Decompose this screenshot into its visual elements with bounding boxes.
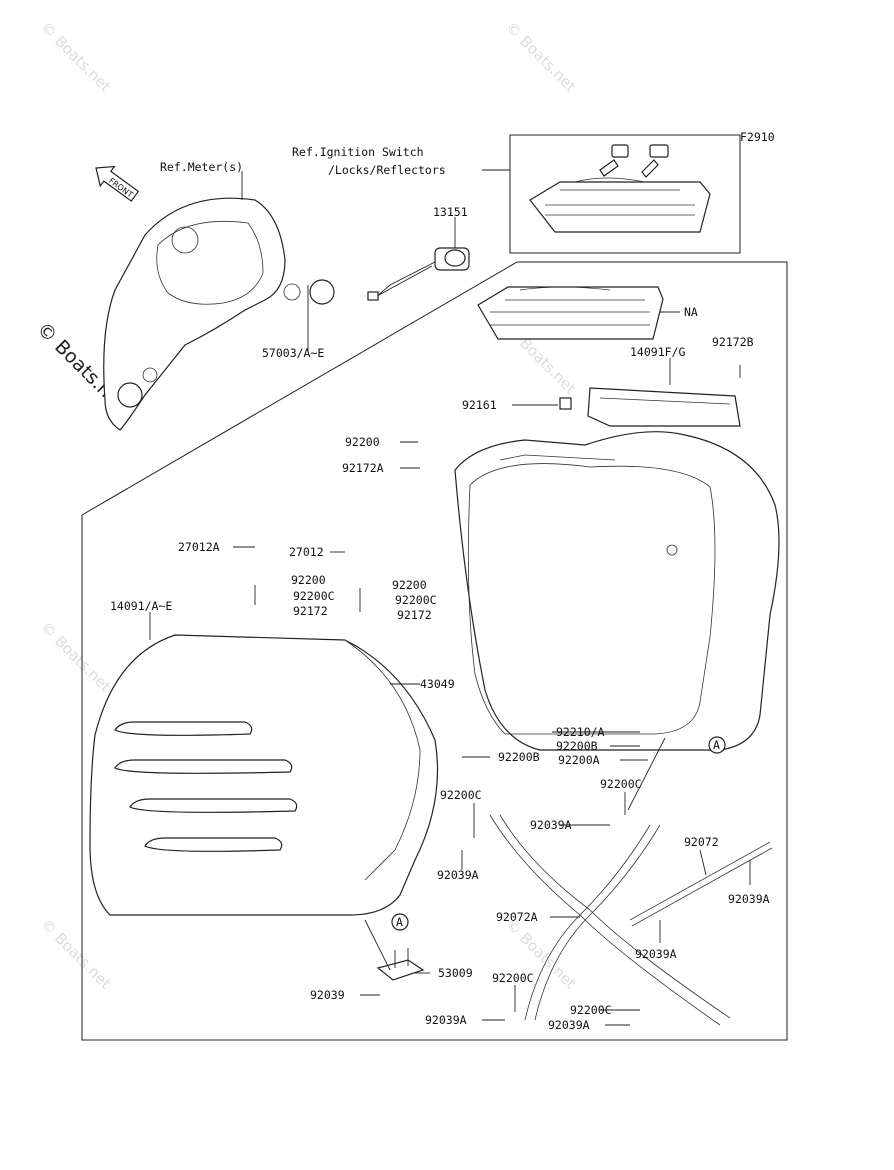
label-92200-top: 92200	[345, 435, 380, 449]
hinge-part	[376, 948, 425, 981]
label-92039A-a: 92039A	[530, 818, 572, 832]
label-92039A-f: 92039A	[548, 1018, 590, 1032]
label-92200-left: 92200	[291, 573, 326, 587]
lock-assembly-part	[477, 286, 664, 340]
label-92039A-d: 92039A	[635, 947, 677, 961]
label-92200C-a: 92200C	[440, 788, 482, 802]
label-14091FG: 14091F/G	[630, 345, 685, 359]
label-92200C-d: 92200C	[570, 1003, 612, 1017]
lock-assembly-inset	[529, 177, 711, 233]
label-92072A: 92072A	[496, 910, 538, 924]
part-92161-icon	[559, 397, 572, 410]
label-ref-meter: Ref.Meter(s)	[160, 160, 243, 174]
watermark: © Boats.net	[37, 618, 115, 696]
label-NA: NA	[684, 305, 698, 319]
ignition-keys-icon	[599, 144, 669, 178]
label-27012A: 27012A	[178, 540, 220, 554]
label-92172B: 92172B	[712, 335, 754, 349]
circle-ref-a: A	[708, 736, 726, 754]
label-92039A-c: 92039A	[728, 892, 770, 906]
watermark: © Boats.net	[37, 915, 115, 993]
label-92039A-b: 92039A	[437, 868, 479, 882]
label-92172A: 92172A	[342, 461, 384, 475]
label-92172-left: 92172	[293, 604, 328, 618]
label-92210A: 92210/A	[556, 725, 605, 739]
label-ref-ignition-1: Ref.Ignition Switch	[292, 145, 424, 159]
label-27012: 27012	[289, 545, 324, 559]
meter-cover	[103, 197, 335, 431]
label-92200C-right: 92200C	[395, 593, 437, 607]
label-ref-ignition-2: /Locks/Reflectors	[328, 163, 446, 177]
label-92200B-right: 92200B	[556, 739, 598, 753]
leader-lines	[149, 169, 751, 1026]
label-92039: 92039	[310, 988, 345, 1002]
label-53009: 53009	[438, 966, 473, 980]
label-92200-right: 92200	[392, 578, 427, 592]
label-92172-right: 92172	[397, 608, 432, 622]
label-92072: 92072	[684, 835, 719, 849]
label-92200C-left: 92200C	[293, 589, 335, 603]
part-labels: Ref.Meter(s) Ref.Ignition Switch /Locks/…	[110, 145, 770, 1032]
figure-code: F2910	[740, 130, 775, 144]
label-92039A-e: 92039A	[425, 1013, 467, 1027]
saddlebag-inner-case	[454, 431, 780, 751]
straps	[489, 814, 773, 1026]
label-14091AE: 14091/A~E	[110, 599, 172, 613]
ignition-inset-frame	[509, 134, 741, 254]
label-57003: 57003/A~E	[262, 346, 324, 360]
watermark: © Boats.net	[37, 18, 115, 96]
circle-ref-a-label: A	[396, 915, 403, 929]
label-92200B-center: 92200B	[498, 750, 540, 764]
label-92200C-c: 92200C	[492, 971, 534, 985]
ignition-switch-part	[367, 247, 470, 301]
label-92200A: 92200A	[558, 753, 600, 767]
label-92161: 92161	[462, 398, 497, 412]
saddlebag-outer-lid	[89, 634, 439, 916]
main-frame	[81, 261, 788, 1041]
label-92200C-b: 92200C	[600, 777, 642, 791]
label-13151: 13151	[433, 205, 468, 219]
circle-ref-a-label: A	[713, 738, 720, 752]
label-43049: 43049	[420, 677, 455, 691]
reflector-part	[587, 387, 741, 427]
watermark: © Boats.net	[502, 18, 580, 96]
front-arrow-icon: FRONT	[95, 165, 140, 202]
circle-ref-a: A	[391, 913, 409, 931]
